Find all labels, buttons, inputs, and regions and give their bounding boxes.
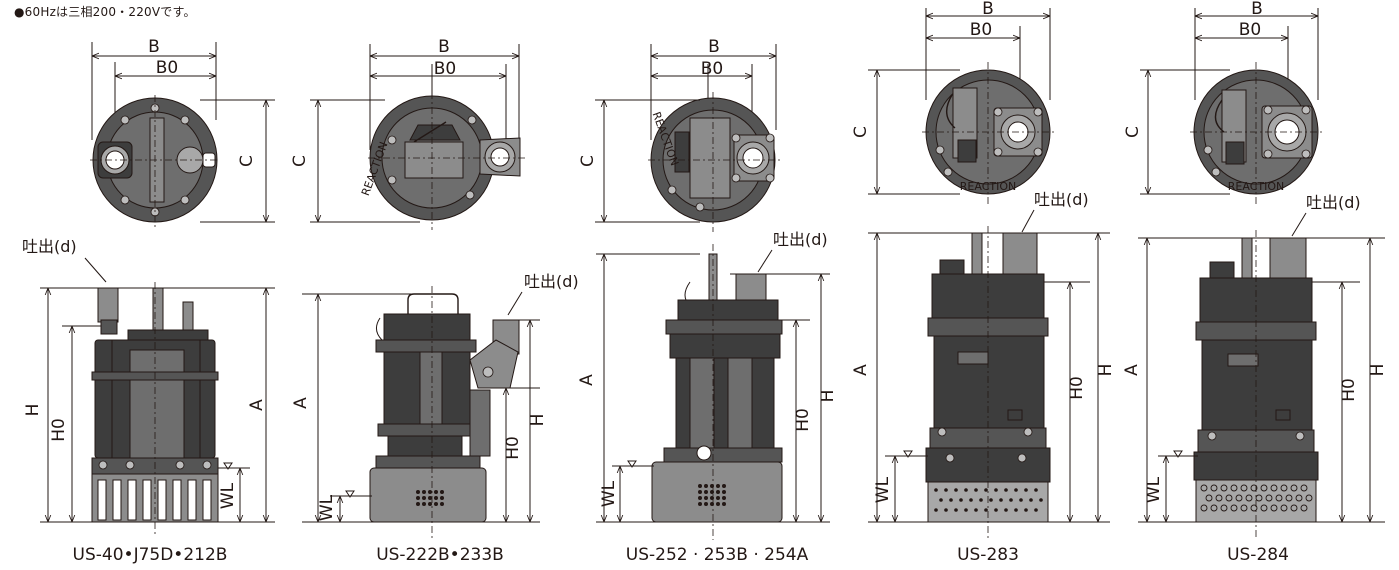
model-4-c-label: C [851, 126, 871, 138]
model-5-wl-label: WL [1144, 476, 1164, 503]
power-note: ●60Hzは三相200・220Vです。 [14, 5, 196, 19]
model-2-b-label: B [438, 37, 450, 57]
model-5-drawing: B B0 REACTION C 吐出(d) [1122, 0, 1388, 565]
model-5-caption: US-284 [1227, 545, 1289, 565]
model-1-top-view: B B0 C [90, 37, 275, 230]
model-2-top-view: B B0 REACTION C [290, 37, 525, 230]
model-2-h-label: H [528, 414, 548, 427]
model-5-front-view: 吐出(d) A H H0 [1122, 193, 1388, 540]
model-5-b0-label: B0 [1239, 20, 1261, 40]
model-4-front-view: 吐出(d) A H H0 [851, 190, 1116, 540]
model-1-discharge-label: 吐出(d) [22, 237, 77, 256]
model-4-wl-label: WL [873, 476, 893, 503]
model-4-caption: US-283 [957, 545, 1019, 565]
model-5-h0-label: H0 [1339, 378, 1359, 402]
model-1-b-label: B [148, 37, 160, 57]
model-1-a-label: A [247, 399, 267, 411]
model-3-h0-label: H0 [793, 408, 813, 432]
model-3-b-label: B [708, 37, 720, 57]
model-1-h-label: H [23, 404, 43, 417]
model-1-caption: US-40•J75D•212B [73, 545, 228, 565]
model-5-c-label: C [1123, 126, 1143, 138]
model-4-drawing: B B0 REACTION C 吐出(d) [851, 0, 1116, 565]
model-3-discharge-label: 吐出(d) [773, 230, 828, 249]
model-2-front-view: 吐出(d) A H H0 [291, 272, 579, 540]
model-2-caption: US-222B•233B [376, 545, 504, 565]
model-1-c-label: C [237, 155, 257, 167]
model-5-a-label: A [1122, 364, 1142, 376]
model-5-top-view: B B0 REACTION C [1123, 0, 1324, 204]
model-1-wl-label: WL [218, 482, 238, 509]
model-3-caption: US-252 · 253B · 254A [626, 545, 809, 565]
model-4-h-label: H [1096, 364, 1116, 377]
model-2-discharge-label: 吐出(d) [524, 272, 579, 291]
model-5-h-label: H [1368, 364, 1388, 377]
model-4-h0-label: H0 [1067, 376, 1087, 400]
model-3-drawing: B B0 REACTION C 吐出(d) [577, 37, 838, 565]
model-4-a-label: A [851, 364, 871, 376]
model-1-front-view: 吐出(d) H H0 A [22, 237, 275, 535]
model-2-drawing: B B0 REACTION C 吐出(d) [290, 37, 579, 565]
model-1-drawing: B B0 C 吐出(d) [22, 37, 275, 565]
model-4-b0-label: B0 [970, 20, 992, 40]
model-3-h-label: H [818, 390, 838, 403]
model-1-b0-label: B0 [156, 58, 178, 78]
model-2-h0-label: H0 [503, 436, 523, 460]
model-5-b-label: B [1251, 0, 1263, 19]
model-4-discharge-label: 吐出(d) [1034, 190, 1089, 209]
model-3-top-view: B B0 REACTION C [578, 37, 782, 232]
model-3-c-label: C [578, 155, 598, 167]
model-3-b0-label: B0 [701, 59, 723, 79]
model-2-a-label: A [291, 397, 311, 409]
model-2-wl-label: WL [317, 494, 337, 521]
model-3-wl-label: WL [599, 480, 619, 507]
model-3-front-view: 吐出(d) A H H0 [577, 230, 838, 540]
model-1-h0-label: H0 [49, 418, 69, 442]
model-3-a-label: A [577, 374, 597, 386]
model-4-b-label: B [982, 0, 994, 19]
model-2-b0-label: B0 [434, 59, 456, 79]
model-5-discharge-label: 吐出(d) [1306, 193, 1361, 212]
model-2-c-label: C [290, 155, 310, 167]
model-4-top-view: B B0 REACTION C [851, 0, 1056, 204]
